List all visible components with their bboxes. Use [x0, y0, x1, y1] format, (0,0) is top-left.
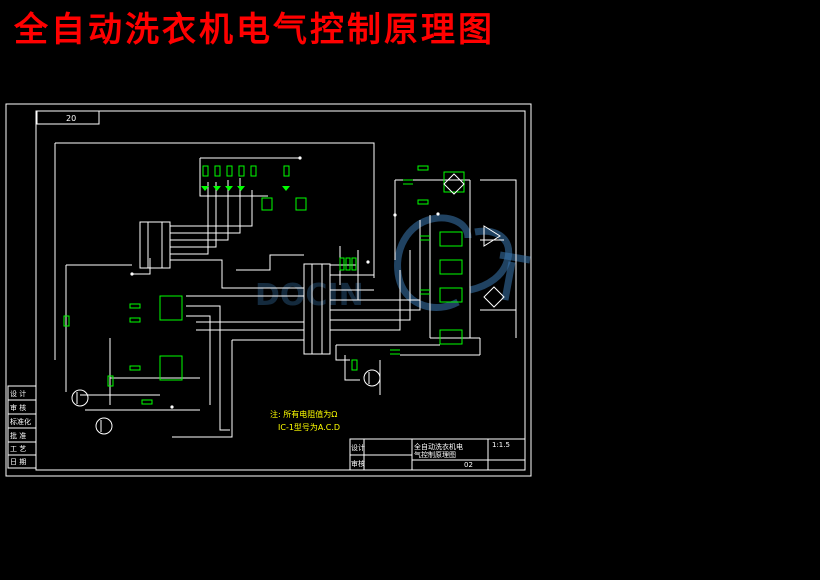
ic-chip-left	[139, 221, 171, 269]
wiring	[54, 142, 517, 438]
title-block: 设计 审核 全自动洗衣机电 气控制原理图 1:1.5 02	[349, 438, 526, 471]
drawing-name-line2: 气控制原理图	[414, 450, 456, 459]
note-line-1: 注: 所有电阻值为Ω	[270, 409, 337, 419]
terminal-nodes	[130, 156, 440, 409]
led-array	[201, 165, 307, 211]
watermark-logo: DOCIN	[255, 214, 531, 313]
transistors	[71, 369, 381, 435]
title-block-label-review: 审核	[351, 459, 365, 468]
title-block-label-design: 设计	[351, 443, 365, 452]
left-title-block: 设 计 审 核 标准化 批 准 工 艺 日 期	[7, 385, 37, 469]
resistors	[63, 165, 429, 405]
left-row-4: 批 准	[10, 431, 26, 440]
relay-modules	[159, 171, 501, 381]
note-line-2: IC-1型号为A.C.D	[278, 422, 340, 432]
left-row-3: 标准化	[10, 417, 31, 426]
sheet-code: 02	[464, 461, 473, 469]
drawing-frame: 20	[5, 103, 532, 477]
zone-number: 20	[66, 114, 76, 123]
bridge-rectifiers	[443, 173, 505, 308]
page-title: 全自动洗衣机电气控制原理图	[14, 10, 495, 50]
notes: 注: 所有电阻值为Ω IC-1型号为A.C.D	[270, 409, 340, 432]
left-row-1: 设 计	[10, 389, 26, 398]
capacitors	[390, 179, 430, 355]
drawing-name-line1: 全自动洗衣机电	[414, 442, 463, 451]
ic-chip-main	[303, 263, 331, 355]
scale-label: 1:1.5	[492, 441, 510, 449]
left-row-5: 工 艺	[10, 445, 26, 453]
left-row-2: 审 核	[10, 403, 26, 412]
left-row-6: 日 期	[10, 458, 26, 466]
